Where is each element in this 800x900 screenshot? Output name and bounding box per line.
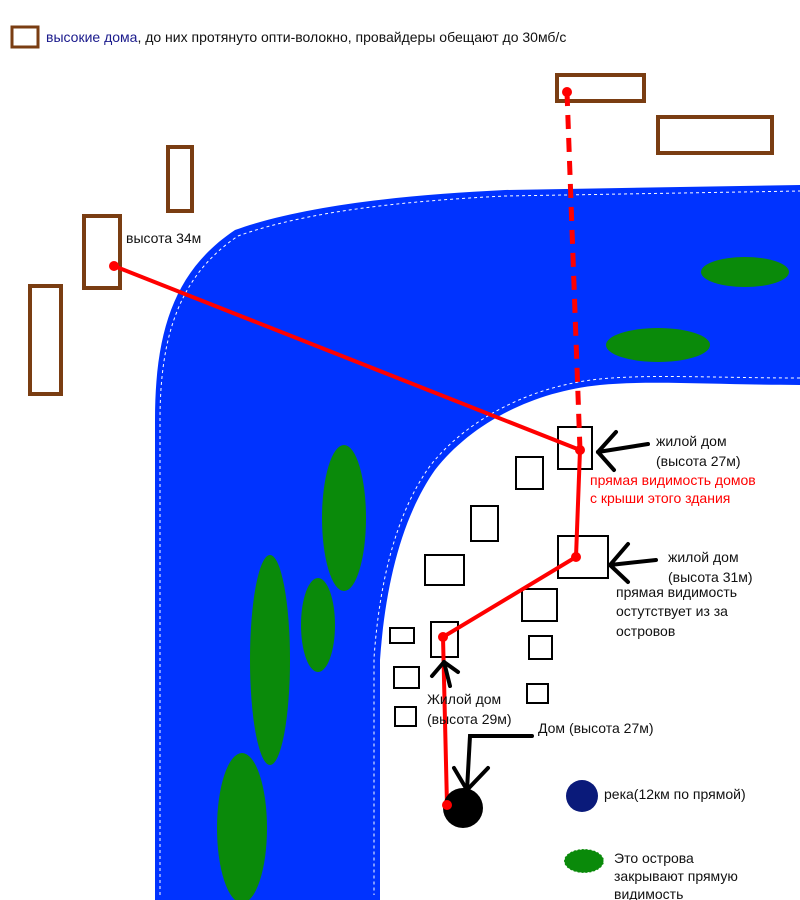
label-los-yes-line2: с крыши этого здания <box>590 490 730 506</box>
legend-tall-houses-rest: , до них протянуто опти-волокно, провайд… <box>137 29 566 45</box>
house <box>515 456 544 490</box>
label-los-no-line2: остутствует из за <box>616 603 728 619</box>
link-node <box>571 552 581 562</box>
tall-house <box>28 284 63 396</box>
link-dashed-tall-to-house-a <box>564 91 583 451</box>
legend-islands-line1: Это острова <box>614 850 694 866</box>
label-home: Дом (высота 27м) <box>538 720 654 736</box>
legend-islands-line2: закрывают прямую <box>614 868 738 884</box>
label-los-yes-line1: прямая видимость домов <box>590 472 756 488</box>
house <box>389 627 415 644</box>
arrow-house-a <box>596 430 650 472</box>
label-house-b-line1: жилой дом <box>668 549 739 565</box>
house <box>394 706 417 727</box>
tall-house <box>82 214 122 290</box>
island <box>701 257 789 287</box>
legend-islands-line3: видимость <box>614 886 683 900</box>
island <box>301 578 335 672</box>
legend-island-swatch <box>563 848 605 874</box>
arrow-house-b <box>608 542 658 584</box>
legend-tall-house-swatch <box>10 25 40 49</box>
link-node <box>442 800 452 810</box>
label-height-34: высота 34м <box>126 230 201 246</box>
legend-tall-houses: высокие дома, до них протянуто опти-воло… <box>46 29 566 45</box>
link-node <box>562 87 572 97</box>
label-house-b-line2: (высота 31м) <box>668 569 753 585</box>
tall-house <box>656 115 774 155</box>
label-house-c-line2: (высота 29м) <box>427 711 512 727</box>
label-house-a-line2: (высота 27м) <box>656 453 741 469</box>
legend-river: река(12км по прямой) <box>604 786 746 802</box>
island <box>322 445 366 591</box>
home-marker <box>443 788 483 828</box>
tall-house <box>166 145 194 213</box>
house <box>557 535 609 579</box>
island <box>217 753 267 900</box>
house <box>521 588 558 622</box>
river-bank-line <box>159 190 800 895</box>
island <box>606 328 710 362</box>
river-bank-line <box>373 375 800 895</box>
legend-river-swatch <box>566 780 598 812</box>
link-34m-to-house-a <box>113 264 581 452</box>
link-node <box>438 632 448 642</box>
tall-house <box>555 73 646 103</box>
label-house-c-line1: Жилой дом <box>427 691 501 707</box>
arrow-house-c <box>430 660 460 688</box>
river <box>155 185 800 900</box>
legend-tall-houses-term: высокие дома <box>46 29 138 45</box>
label-house-a-line1: жилой дом <box>656 433 727 449</box>
house <box>470 505 499 542</box>
link-node <box>575 445 585 455</box>
island <box>250 555 290 765</box>
link-house-a-to-home <box>440 449 582 806</box>
house <box>424 554 465 586</box>
house <box>526 683 549 704</box>
link-node <box>109 261 119 271</box>
house <box>393 666 420 689</box>
house <box>528 635 553 660</box>
label-los-no-line3: островов <box>616 623 675 639</box>
arrow-home <box>452 734 534 792</box>
label-los-no-line1: прямая видимость <box>616 584 737 600</box>
